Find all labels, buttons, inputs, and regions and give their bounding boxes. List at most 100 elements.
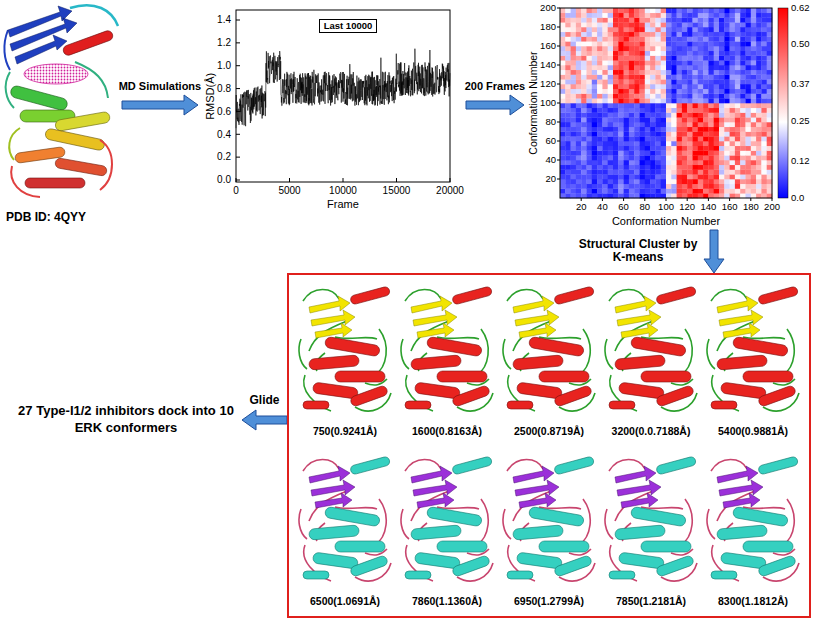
heatmap-cell	[693, 155, 699, 160]
heatmap-cell	[767, 151, 773, 156]
heatmap-cell	[602, 141, 608, 146]
heatmap-cell	[735, 84, 741, 89]
heatmap-cell	[671, 174, 677, 179]
heatmap-cell	[655, 18, 661, 23]
heatmap-cell	[703, 22, 709, 27]
heatmap-cell	[719, 84, 725, 89]
heatmap-cell	[592, 146, 598, 151]
heatmap-cell	[624, 70, 630, 75]
heatmap-cell	[730, 37, 736, 42]
heatmap-cell	[629, 84, 635, 89]
heatmap-cell	[597, 13, 603, 18]
heatmap-cell	[708, 122, 714, 127]
heatmap-cell	[560, 79, 566, 84]
heatmap-cell	[581, 132, 587, 137]
heatmap-cell	[624, 136, 630, 141]
heatmap-cell	[602, 122, 608, 127]
heatmap-cell	[687, 184, 693, 189]
heatmap-cell	[703, 51, 709, 56]
heatmap-cell	[565, 136, 571, 141]
heatmap-cell	[761, 179, 767, 184]
heatmap-cell	[735, 70, 741, 75]
heatmap-cell	[751, 8, 757, 13]
heatmap-cell	[767, 51, 773, 56]
heatmap-cell	[756, 41, 762, 46]
heatmap-cell	[597, 127, 603, 132]
axis-tick: 5000	[278, 185, 300, 197]
heatmap-cell	[655, 79, 661, 84]
heatmap-cell	[708, 89, 714, 94]
axis-tick: 1.2	[217, 37, 231, 49]
heatmap-cell	[608, 179, 614, 184]
heatmap-cell	[724, 179, 730, 184]
heatmap-cell	[602, 127, 608, 132]
heatmap-cell	[571, 113, 577, 118]
heatmap-cell	[581, 46, 587, 51]
heatmap-cell	[682, 46, 688, 51]
heatmap-cell	[740, 32, 746, 37]
heatmap-cell	[671, 122, 677, 127]
heatmap-cell	[708, 184, 714, 189]
protein-structure-part	[62, 29, 114, 56]
heatmap-cell	[587, 8, 593, 13]
heatmap-cell	[682, 37, 688, 42]
heatmap-cell	[661, 141, 667, 146]
heatmap-cell	[687, 89, 693, 94]
heatmap-cell	[650, 94, 656, 99]
heatmap-cell	[698, 70, 704, 75]
heatmap-cell	[756, 108, 762, 113]
heatmap-cell	[597, 79, 603, 84]
heatmap-cell	[581, 18, 587, 23]
protein-structure-part	[55, 111, 111, 131]
heatmap-cell	[608, 160, 614, 165]
heatmap-cell	[714, 165, 720, 170]
heatmap-cell	[560, 60, 566, 65]
heatmap-cell	[650, 122, 656, 127]
cluster-box: 750(0.9241Å)1600(0.8163Å)2500(0.8719Å)32…	[287, 273, 811, 618]
heatmap-cell	[703, 70, 709, 75]
heatmap-cell	[592, 94, 598, 99]
heatmap-cell	[640, 146, 646, 151]
heatmap-cell	[682, 41, 688, 46]
heatmap-cell	[666, 141, 672, 146]
heatmap-cell	[677, 151, 683, 156]
heatmap-cell	[677, 127, 683, 132]
heatmap-cell	[624, 60, 630, 65]
heatmap-cell	[655, 127, 661, 132]
heatmap-cell	[597, 56, 603, 61]
heatmap-cell	[767, 37, 773, 42]
heatmap-cell	[587, 18, 593, 23]
heatmap-cell	[703, 122, 709, 127]
heatmap-cell	[618, 75, 624, 80]
heatmap-cell	[661, 103, 667, 108]
heatmap-cell	[581, 136, 587, 141]
heatmap-cell	[624, 103, 630, 108]
heatmap-cell	[761, 151, 767, 156]
heatmap-cell	[634, 174, 640, 179]
axis-tick: 140	[540, 60, 556, 71]
heatmap-cell	[624, 170, 630, 175]
heatmap-cell	[565, 18, 571, 23]
heatmap-cell	[655, 184, 661, 189]
axis-tick: 140	[701, 202, 717, 213]
heatmap-cell	[655, 32, 661, 37]
heatmap-cell	[735, 51, 741, 56]
heatmap-cell	[587, 70, 593, 75]
heatmap-cell	[708, 41, 714, 46]
heatmap-cell	[650, 32, 656, 37]
heatmap-cell	[666, 13, 672, 18]
heatmap-cell	[565, 155, 571, 160]
heatmap-cell	[730, 79, 736, 84]
heatmap-cell	[687, 127, 693, 132]
heatmap-cell	[661, 136, 667, 141]
heatmap-cell	[624, 165, 630, 170]
heatmap-cell	[756, 37, 762, 42]
heatmap-cell	[560, 84, 566, 89]
heatmap-cell	[640, 165, 646, 170]
heatmap-cell	[618, 51, 624, 56]
heatmap-cell	[565, 103, 571, 108]
heatmap-cell	[629, 151, 635, 156]
heatmap-cell	[767, 103, 773, 108]
heatmap-cell	[602, 151, 608, 156]
